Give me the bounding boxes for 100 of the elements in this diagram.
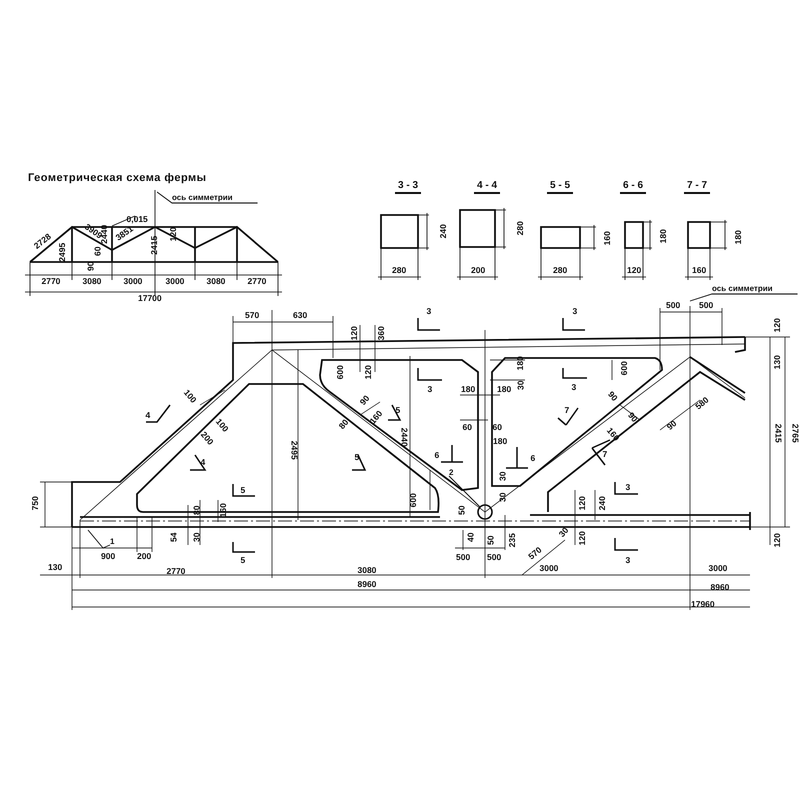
dimension-label: 17700 (138, 294, 162, 302)
section-title: 6 - 6 (620, 180, 646, 194)
dimension-label: 2440 (100, 224, 108, 244)
section-number: 3 (426, 306, 432, 315)
dimension-label: 120 (627, 266, 642, 274)
dimension-label: 2415 (774, 423, 782, 442)
dimension-label: 3080 (82, 276, 102, 285)
dimension-label: 0,015 (126, 214, 148, 223)
dimension-label: 80 (336, 417, 350, 430)
dimension-label: 130 (772, 354, 782, 369)
dimension-label: 120 (364, 364, 372, 379)
axis-label: ось симметрии (712, 285, 773, 293)
dimension-label: 280 (553, 266, 568, 274)
dimension-label: 100 (214, 416, 230, 433)
dimension-label: 2495 (290, 440, 298, 460)
dimension-label: 30 (516, 380, 524, 390)
dimension-label: 8960 (710, 582, 730, 591)
part-number: 2 (449, 469, 454, 477)
joint-circle (477, 504, 493, 520)
dimension-label: 200 (471, 266, 486, 274)
dimension-label: 500 (456, 552, 470, 561)
dimension-label: 120 (578, 530, 586, 545)
dimension-label: 180 (734, 230, 742, 244)
dimension-label: 200 (199, 430, 215, 446)
dimension-label: 570 (526, 544, 544, 561)
dimension-label: 17960 (691, 600, 715, 608)
dimension-label: 200 (137, 552, 152, 560)
dimension-label: 160 (368, 408, 384, 425)
dimension-label: 280 (392, 266, 406, 274)
dimension-label: 2770 (248, 276, 266, 285)
dimension-label: 180 (461, 384, 476, 393)
dimension-label: 235 (508, 532, 516, 547)
dimension-label: 280 (516, 220, 524, 235)
section-title: 5 - 5 (547, 180, 574, 194)
dimension-label: 580 (694, 394, 710, 411)
section-number: 4 (146, 410, 150, 419)
dimension-label: 180 (658, 228, 668, 243)
dimension-label: 500 (699, 300, 714, 309)
section-number: 3 (572, 306, 578, 315)
dimension-label: 30 (498, 492, 506, 502)
dimension-label: 54 (168, 532, 178, 542)
dimension-label: 900 (101, 552, 116, 560)
dimension-label: 3080 (358, 566, 376, 574)
dimension-label: 2440 (400, 427, 408, 446)
dimension-label: 8960 (358, 580, 376, 588)
dimension-label: 50 (486, 535, 494, 544)
dimension-label: 160 (692, 266, 706, 274)
part-number: 1 (110, 538, 114, 546)
dimension-label: 180 (497, 384, 512, 393)
dimension-label: 30 (498, 471, 506, 480)
section-number: 3 (572, 382, 576, 391)
dimension-label: 3000 (708, 564, 728, 572)
section-number: 3 (626, 482, 630, 491)
dimension-label: 90 (606, 389, 619, 402)
dimension-label: 30 (556, 525, 570, 538)
section-title: 3 - 3 (395, 180, 422, 194)
dimension-label: 240 (598, 496, 606, 510)
dimension-label: 2770 (42, 276, 60, 285)
dimension-label: 750 (30, 496, 40, 510)
dimension-label: 50 (456, 505, 466, 514)
dimension-label: 100 (182, 388, 198, 404)
section-number: 3 (626, 556, 630, 564)
dimension-label: 60 (92, 246, 102, 256)
dimension-label: 240 (438, 224, 448, 238)
dimension-label: 2770 (166, 566, 186, 575)
section-title: 4 - 4 (474, 180, 500, 194)
dimension-label: 3080 (206, 276, 226, 285)
dimension-label: 500 (666, 300, 680, 309)
dimension-label: 160 (602, 230, 612, 245)
dimension-label: 90 (664, 418, 678, 432)
dimension-label: 180 (493, 436, 508, 445)
section-title: 7 - 7 (684, 180, 710, 194)
section-number: 5 (396, 406, 400, 414)
dimension-label: 130 (48, 562, 62, 571)
section-number: 5 (240, 486, 246, 494)
dimension-label: 120 (350, 326, 358, 340)
dimension-label: 120 (772, 318, 782, 332)
dimension-label: 30 (192, 532, 200, 542)
title: Геометрическая схема фермы (28, 172, 207, 184)
dimension-label: 2765 (790, 423, 800, 442)
dimension-label: 600 (336, 364, 344, 379)
dimension-label: 3000 (124, 276, 142, 285)
section-number: 3 (428, 384, 432, 393)
section-number: 7 (564, 406, 570, 414)
dimension-label: 600 (620, 360, 628, 375)
dimension-label: 60 (462, 422, 472, 431)
dimension-label: 40 (466, 532, 474, 542)
dimension-label: 120 (772, 532, 782, 547)
dimension-label: 570 (245, 310, 260, 319)
dimension-label: 500 (487, 552, 502, 561)
section-number: 5 (240, 556, 246, 564)
dimension-label: 3000 (166, 276, 184, 285)
dimension-label: 2415 (150, 235, 158, 254)
section-number: 5 (354, 452, 360, 461)
dimension-label: 2495 (58, 242, 66, 262)
section-number: 6 (530, 454, 536, 462)
dimension-label: 120 (578, 496, 586, 510)
dimension-label: 600 (408, 492, 418, 507)
section-number: 6 (434, 450, 440, 459)
dimension-label: 90 (626, 410, 639, 424)
